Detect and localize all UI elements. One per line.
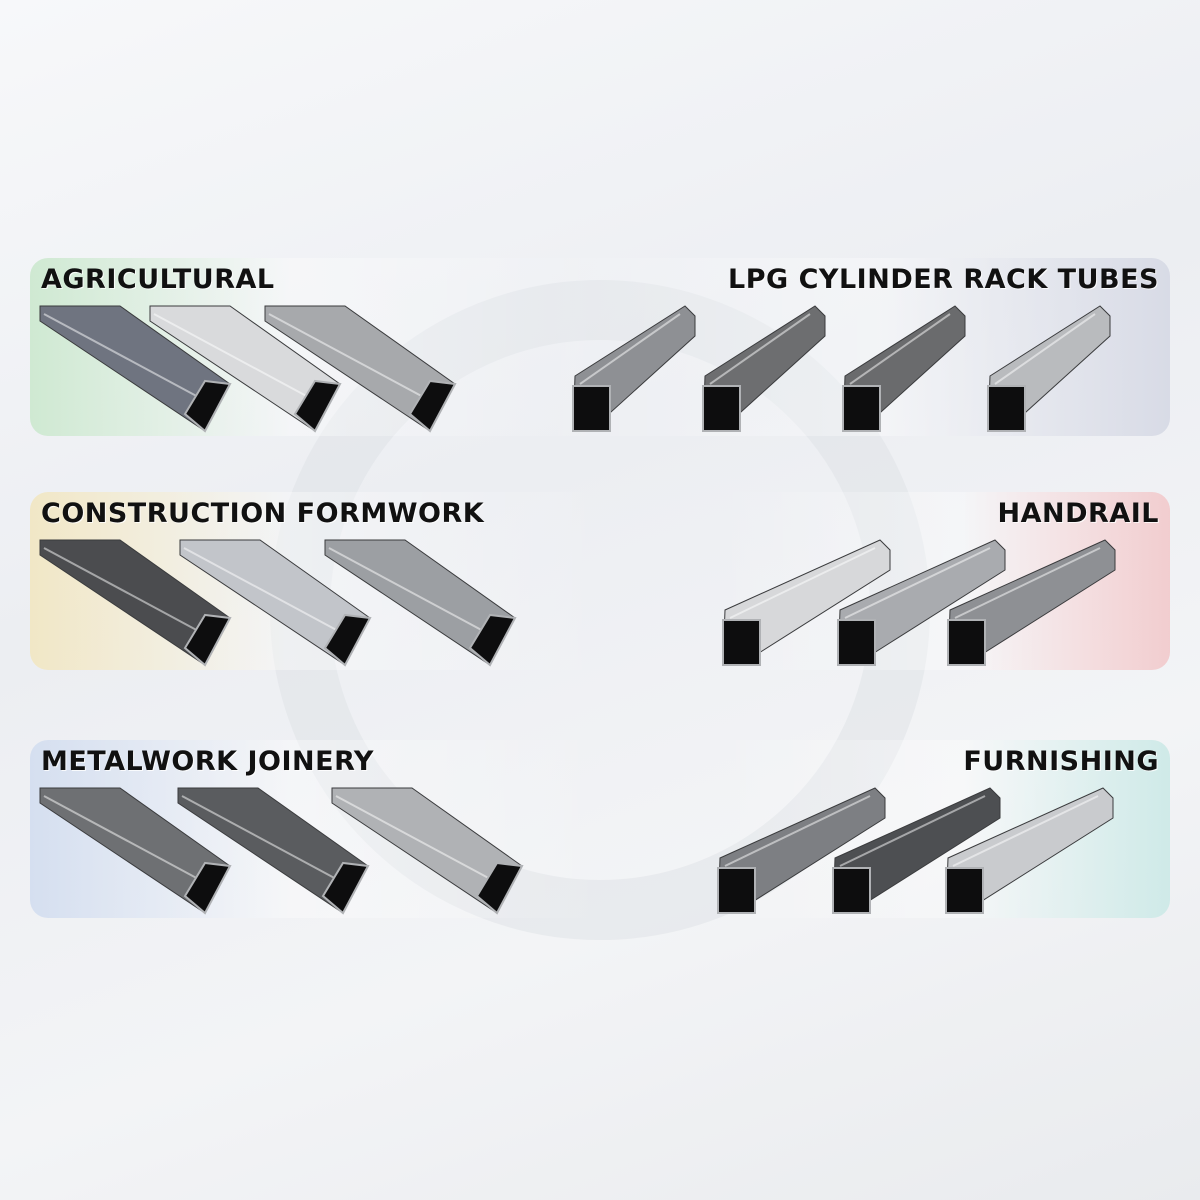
tube-profile bbox=[264, 305, 457, 433]
tube-end-cap bbox=[475, 861, 524, 915]
category-title: LPG CYLINDER RACK TUBES bbox=[728, 264, 1159, 295]
category-title: HANDRAIL bbox=[997, 498, 1159, 529]
tube-profile bbox=[945, 787, 1114, 914]
tube-end-cap bbox=[321, 861, 370, 915]
tube-highlight bbox=[844, 547, 991, 619]
tube-profile bbox=[39, 787, 232, 915]
tube-highlight bbox=[43, 313, 216, 407]
category-title: FURNISHING bbox=[963, 746, 1159, 777]
tube-profile bbox=[39, 539, 232, 667]
category-construction-formwork: CONSTRUCTION FORMWORK bbox=[30, 492, 610, 670]
tube-highlight bbox=[729, 547, 876, 619]
tube-end-cap bbox=[837, 619, 876, 666]
tube-profile bbox=[177, 787, 370, 915]
tube-profile bbox=[842, 305, 966, 432]
category-agricultural: AGRICULTURAL bbox=[30, 258, 610, 436]
tube-end-cap bbox=[987, 385, 1026, 432]
tube-highlight bbox=[43, 795, 216, 889]
tube-highlight bbox=[183, 547, 356, 641]
tube-profiles bbox=[722, 539, 1116, 666]
tube-highlight bbox=[952, 795, 1099, 867]
tube-end-cap bbox=[947, 619, 986, 666]
tube-profile bbox=[717, 787, 886, 914]
tube-highlight bbox=[328, 547, 501, 641]
tube-profile bbox=[324, 539, 517, 667]
tube-end-cap bbox=[572, 385, 611, 432]
tube-profile bbox=[39, 305, 232, 433]
tube-end-cap bbox=[717, 867, 756, 914]
tube-profile bbox=[832, 787, 1001, 914]
tube-end-cap bbox=[702, 385, 741, 432]
tube-end-cap bbox=[832, 867, 871, 914]
tube-highlight bbox=[994, 313, 1096, 385]
tube-profile bbox=[331, 787, 524, 915]
tube-highlight bbox=[849, 313, 951, 385]
tube-profile bbox=[722, 539, 891, 666]
tube-profile bbox=[837, 539, 1006, 666]
tube-highlight bbox=[839, 795, 986, 867]
tube-end-cap bbox=[323, 613, 372, 667]
tube-profile bbox=[987, 305, 1111, 432]
tube-profile bbox=[149, 305, 342, 433]
tube-profiles bbox=[39, 305, 457, 433]
tube-profile bbox=[702, 305, 826, 432]
tube-highlight bbox=[43, 547, 216, 641]
tube-highlight bbox=[579, 313, 681, 385]
tube-profile bbox=[947, 539, 1116, 666]
tube-highlight bbox=[954, 547, 1101, 619]
tube-end-cap bbox=[722, 619, 761, 666]
tube-end-cap bbox=[842, 385, 881, 432]
tube-end-cap bbox=[408, 379, 457, 433]
tube-profiles bbox=[39, 787, 524, 915]
category-title: CONSTRUCTION FORMWORK bbox=[41, 498, 485, 529]
category-title: METALWORK JOINERY bbox=[41, 746, 374, 777]
tube-highlight bbox=[153, 313, 326, 407]
tube-highlight bbox=[335, 795, 508, 889]
tube-profile bbox=[572, 305, 696, 432]
tube-profiles bbox=[39, 539, 517, 667]
category-metalwork-joinery: METALWORK JOINERY bbox=[30, 740, 610, 918]
tube-profiles bbox=[717, 787, 1114, 914]
tube-end-cap bbox=[183, 861, 232, 915]
category-handrail: HANDRAIL bbox=[710, 492, 1170, 670]
tube-end-cap bbox=[945, 867, 984, 914]
tube-end-cap bbox=[183, 379, 232, 433]
tube-profiles bbox=[572, 305, 1111, 432]
category-furnishing: FURNISHING bbox=[710, 740, 1170, 918]
category-lpg-cylinder-rack-tubes: LPG CYLINDER RACK TUBES bbox=[530, 258, 1170, 436]
tube-highlight bbox=[709, 313, 811, 385]
tube-end-cap bbox=[293, 379, 342, 433]
tube-end-cap bbox=[468, 613, 517, 667]
category-title: AGRICULTURAL bbox=[41, 264, 275, 295]
tube-highlight bbox=[724, 795, 871, 867]
tube-end-cap bbox=[183, 613, 232, 667]
tube-highlight bbox=[268, 313, 441, 407]
tube-profile bbox=[179, 539, 372, 667]
tube-highlight bbox=[181, 795, 354, 889]
